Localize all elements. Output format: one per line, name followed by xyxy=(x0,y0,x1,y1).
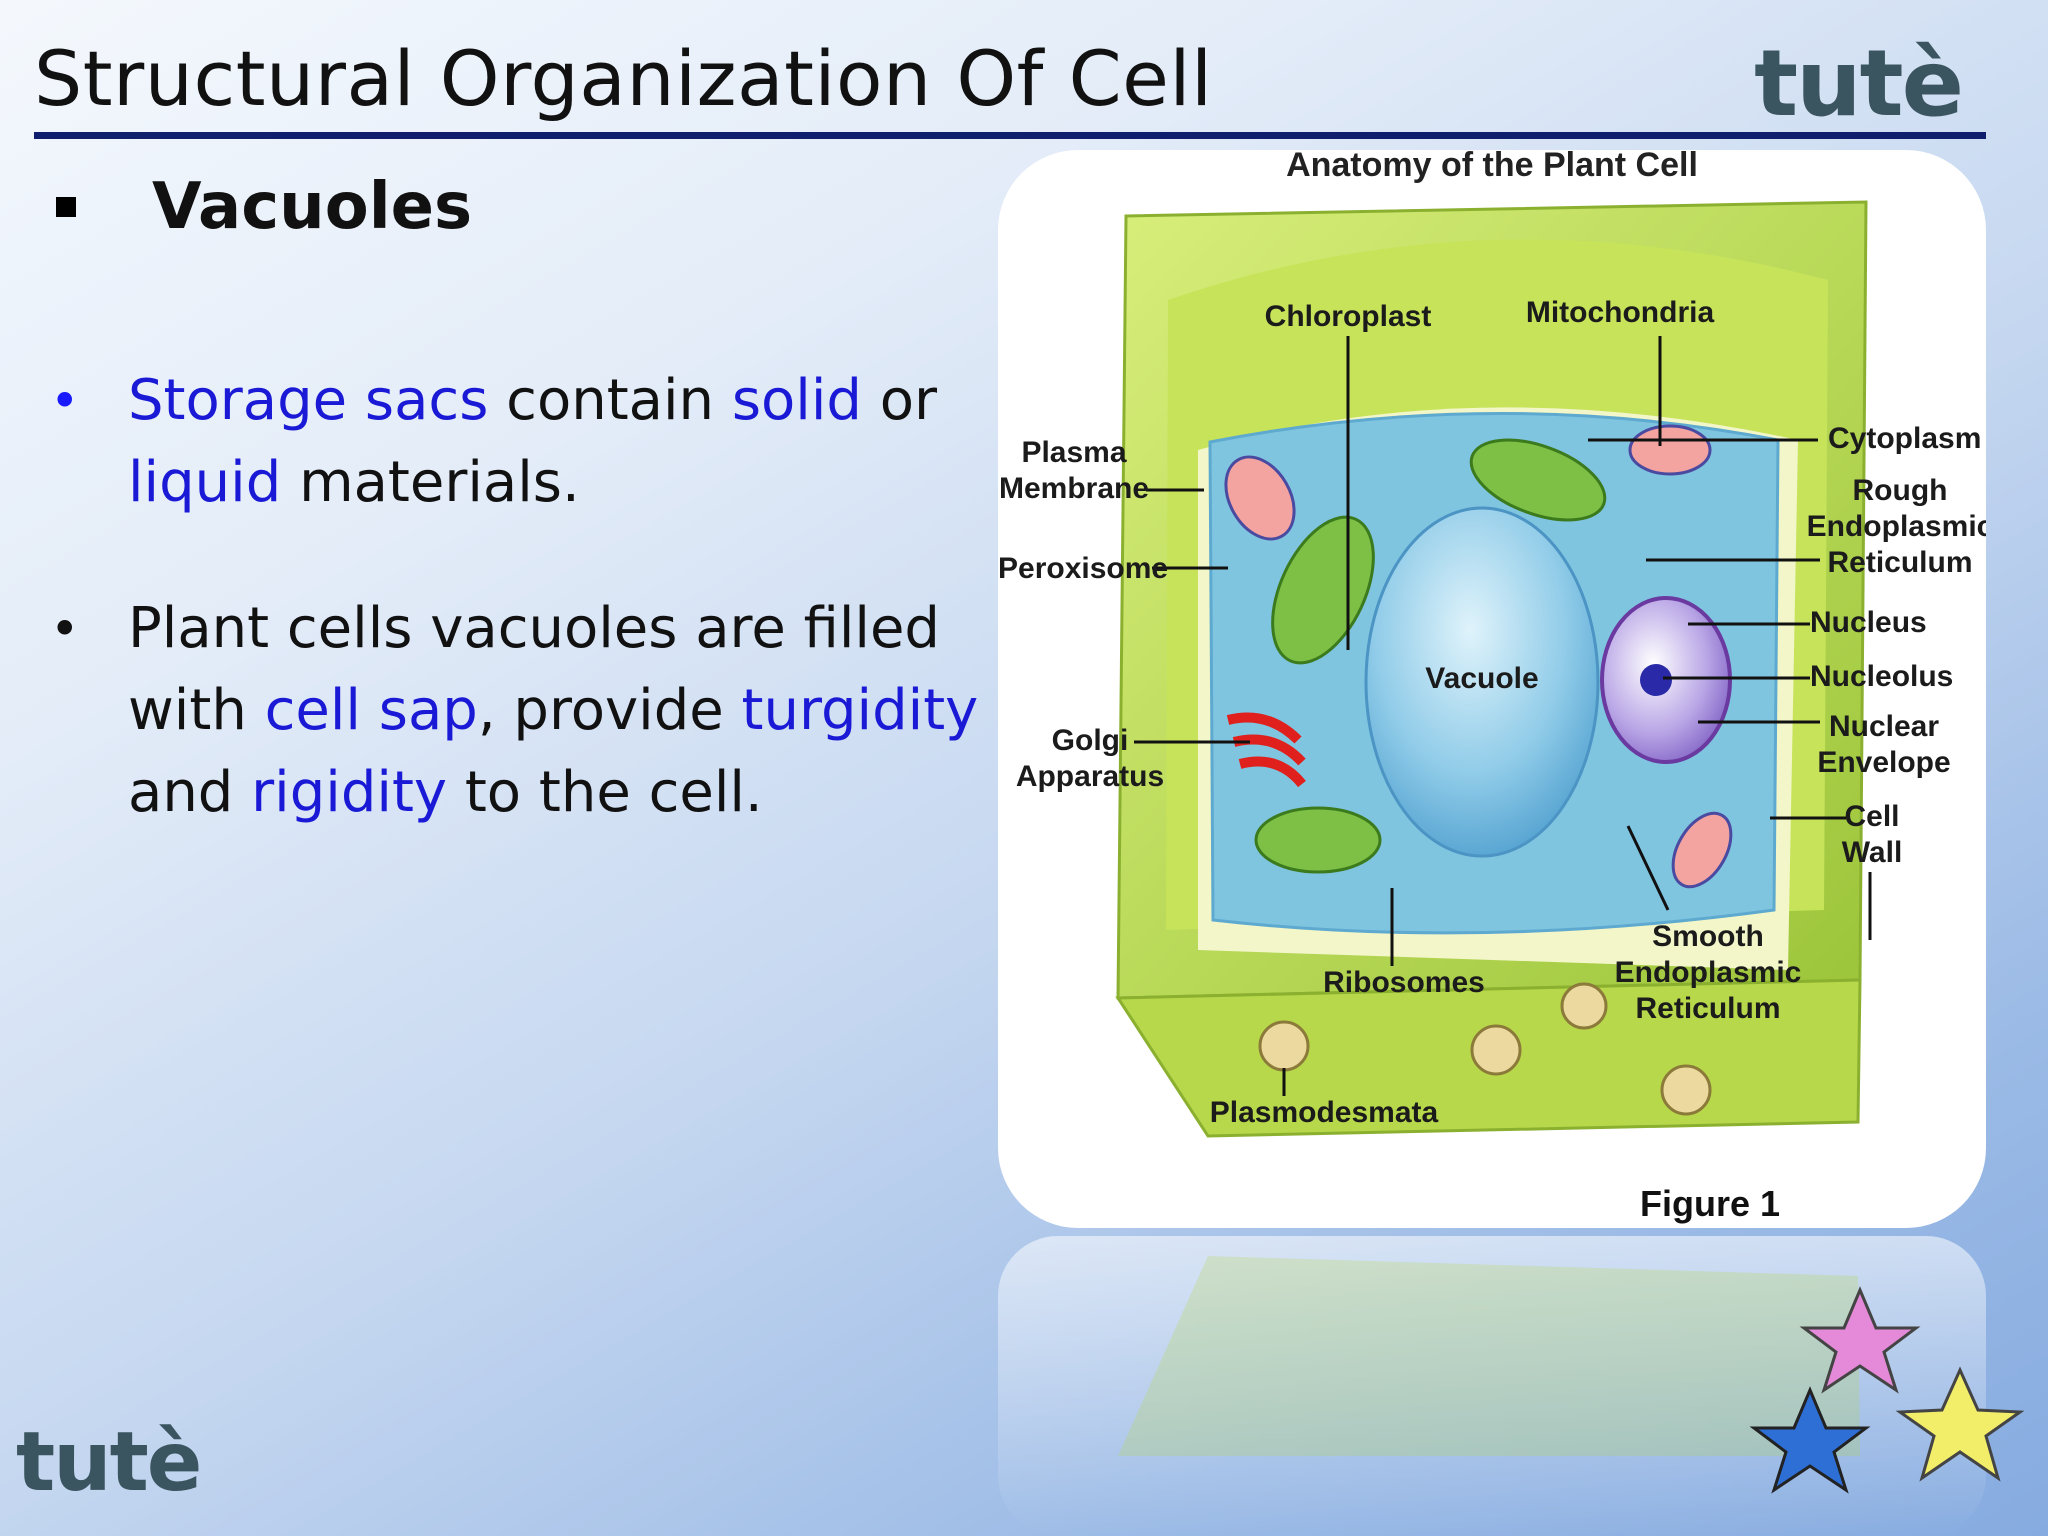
bullet-list: • Storage sacs contain solid or liquid m… xyxy=(40,360,980,898)
label-golgi-1: Golgi xyxy=(1052,724,1129,757)
bullet-point: • Storage sacs contain solid or liquid m… xyxy=(40,360,980,524)
bullet-text: to the cell. xyxy=(447,760,763,825)
tute-logo: tutè xyxy=(1754,30,1964,137)
label-nuclear-envelope-1: Nuclear xyxy=(1829,710,1939,743)
label-plasma-membrane-2: Membrane xyxy=(999,472,1149,505)
label-nuclear-envelope-2: Envelope xyxy=(1817,746,1950,779)
label-cell-wall-1: Cell xyxy=(1844,800,1899,833)
nucleolus-shape xyxy=(1640,664,1672,696)
label-plasmodesmata: Plasmodesmata xyxy=(1210,1096,1439,1129)
bullet-text: Storage sacs xyxy=(128,368,489,433)
label-ribosomes: Ribosomes xyxy=(1323,966,1485,999)
bullet-text: contain xyxy=(488,368,732,433)
tute-logo: tutè xyxy=(16,1415,202,1510)
section-heading: Vacuoles xyxy=(152,170,473,244)
bullet-dot-icon: • xyxy=(50,372,80,430)
label-rough-er-1: Rough xyxy=(1853,474,1948,507)
chloroplast-shape xyxy=(1254,806,1382,874)
bullet-text: , provide xyxy=(477,678,742,743)
figure-caption: Figure 1 xyxy=(1640,1183,1780,1224)
label-cytoplasm: Cytoplasm xyxy=(1828,422,1981,455)
bullet-text: materials. xyxy=(281,450,580,515)
leader-lines xyxy=(1134,336,1872,1096)
label-golgi-2: Apparatus xyxy=(1016,760,1164,793)
label-rough-er-2: Endoplasmic xyxy=(1807,510,1986,543)
bullet-point: • Plant cells vacuoles are filled with c… xyxy=(40,588,980,834)
reflection-shape xyxy=(1118,1256,1860,1456)
label-chloroplast: Chloroplast xyxy=(1265,300,1432,333)
bullet-text: rigidity xyxy=(251,760,448,825)
chloroplast-shape xyxy=(1469,438,1607,522)
bullet-text: liquid xyxy=(128,450,282,515)
bullet-text: cell sap xyxy=(264,678,478,743)
label-smooth-er-2: Endoplasmic xyxy=(1615,956,1802,989)
heading-row: Vacuoles xyxy=(56,170,472,244)
plant-cell-diagram: Anatomy of the Plant Cell xyxy=(998,150,1986,1224)
label-vacuole: Vacuole xyxy=(1425,662,1538,695)
title-underline xyxy=(34,132,1986,139)
mitochondria-shape xyxy=(1224,455,1296,541)
figure-title: Anatomy of the Plant Cell xyxy=(1286,150,1698,184)
label-smooth-er-3: Reticulum xyxy=(1635,992,1780,1025)
bullet-text: and xyxy=(128,760,252,825)
stars-icon xyxy=(1749,1286,2025,1494)
label-nucleolus: Nucleolus xyxy=(1810,660,1953,693)
label-peroxisome: Peroxisome xyxy=(998,552,1168,585)
figure-labels: Chloroplast Mitochondria Cytoplasm Plasm… xyxy=(998,296,1986,1129)
plant-cell-figure: Anatomy of the Plant Cell xyxy=(998,150,1986,1228)
mitochondria-shape xyxy=(1671,811,1733,889)
bullet-text: turgidity xyxy=(741,678,979,743)
label-nucleus: Nucleus xyxy=(1810,606,1927,639)
slide-title: Structural Organization Of Cell xyxy=(34,34,1213,123)
label-plasma-membrane-1: Plasma xyxy=(1021,436,1126,469)
bullet-text: or xyxy=(861,368,938,433)
label-rough-er-3: Reticulum xyxy=(1827,546,1972,579)
figure-reflection xyxy=(998,1236,1986,1536)
mitochondria-shape xyxy=(1628,424,1712,476)
bullet-dot-icon: • xyxy=(50,600,80,658)
bullet-text: solid xyxy=(731,368,862,433)
label-mitochondria: Mitochondria xyxy=(1526,296,1715,329)
bullet-text: Plant cells vacuoles are filled with xyxy=(128,596,940,743)
plasmodesmata-shapes xyxy=(1258,982,1712,1116)
square-bullet-icon xyxy=(56,197,76,217)
label-smooth-er-1: Smooth xyxy=(1652,920,1764,953)
label-cell-wall-2: Wall xyxy=(1842,836,1903,869)
vacuole-shape xyxy=(1364,506,1600,858)
